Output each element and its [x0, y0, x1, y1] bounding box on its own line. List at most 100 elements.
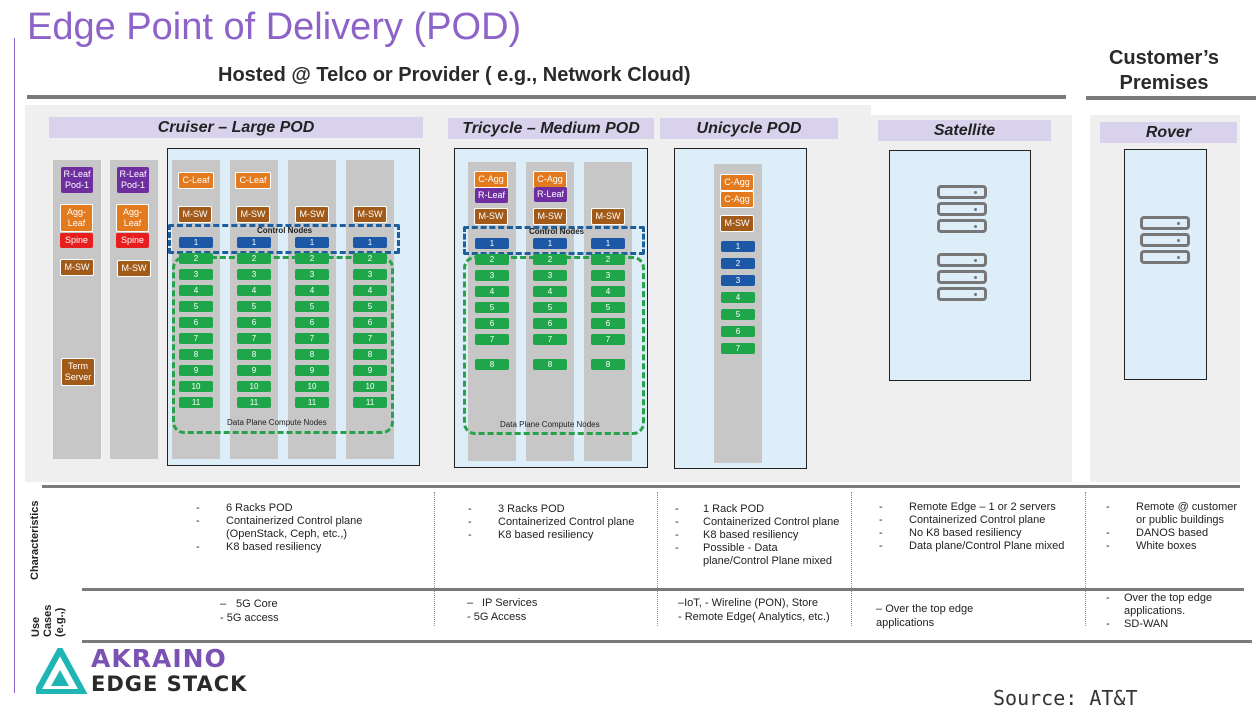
cagg-tag: C-Agg	[720, 191, 754, 208]
control-node-1: 1	[179, 237, 213, 248]
compute-node-9: 9	[179, 365, 213, 376]
compute-node-2: 2	[179, 253, 213, 264]
server-icon	[937, 185, 987, 237]
column-divider	[657, 492, 658, 626]
table-top-rule	[42, 485, 1240, 488]
compute-node-3: 3	[237, 269, 271, 280]
logo-line-2: EDGE STACK	[91, 672, 248, 696]
customer-divider	[1086, 96, 1256, 100]
compute-node-2: 2	[237, 253, 271, 264]
term-server-tag: Term Server	[61, 358, 95, 386]
compute-node-3: 3	[591, 270, 625, 281]
compute-node-8: 8	[179, 349, 213, 360]
msw-tag: M-SW	[178, 206, 212, 223]
compute-node-2: 2	[475, 254, 509, 265]
compute-node-8: 8	[353, 349, 387, 360]
compute-node-6: 6	[475, 318, 509, 329]
table-mid-rule	[82, 588, 1244, 591]
cruiser-control-nodes-box	[168, 224, 400, 254]
hosted-divider	[27, 95, 1066, 99]
source-credit: Source: AT&T	[993, 686, 1138, 710]
akraino-logo-icon	[31, 643, 92, 695]
msw-tag: M-SW	[295, 206, 329, 223]
tricycle-use-cases: –IP Services - 5G Access	[467, 597, 538, 623]
compute-node-4: 4	[721, 292, 755, 303]
msw-tag: M-SW	[117, 260, 151, 277]
rover-title: Rover	[1100, 122, 1237, 143]
compute-node-7: 7	[237, 333, 271, 344]
compute-node-5: 5	[475, 302, 509, 313]
cruiser-data-plane-box	[172, 256, 394, 434]
compute-node-9: 9	[353, 365, 387, 376]
tricycle-title: Tricycle – Medium POD	[448, 118, 654, 139]
msw-tag: M-SW	[236, 206, 270, 223]
compute-node-9: 9	[237, 365, 271, 376]
unicycle-use-cases: –IoT, - Wireline (PON), Store - Remote E…	[678, 597, 830, 623]
cruiser-use-cases: –5G Core - 5G access	[220, 598, 279, 624]
satellite-use-cases: – Over the top edge applications	[876, 603, 974, 629]
compute-node-6: 6	[533, 318, 567, 329]
compute-node-8: 8	[591, 359, 625, 370]
msw-tag: M-SW	[60, 259, 94, 276]
compute-node-10: 10	[179, 381, 213, 392]
compute-node-4: 4	[591, 286, 625, 297]
compute-node-11: 11	[237, 397, 271, 408]
compute-node-9: 9	[295, 365, 329, 376]
rover-use-cases: -Over the top edge applications. -SD-WAN	[1106, 592, 1213, 630]
compute-node-5: 5	[721, 309, 755, 320]
compute-node-6: 6	[179, 317, 213, 328]
control-node-1: 1	[295, 237, 329, 248]
msw-tag: M-SW	[720, 215, 754, 232]
compute-node-2: 2	[353, 253, 387, 264]
compute-node-5: 5	[353, 301, 387, 312]
control-nodes-label: Control Nodes	[257, 226, 313, 235]
page-title: Edge Point of Delivery (POD)	[27, 6, 522, 48]
rleaf-pod1-tag: R-Leaf Pod-1	[117, 167, 149, 193]
compute-node-7: 7	[295, 333, 329, 344]
compute-node-6: 6	[353, 317, 387, 328]
compute-node-8: 8	[295, 349, 329, 360]
compute-node-8: 8	[475, 359, 509, 370]
spine-tag: Spine	[116, 233, 149, 248]
cagg-tag: C-Agg	[533, 171, 567, 188]
compute-node-4: 4	[237, 285, 271, 296]
compute-node-5: 5	[533, 302, 567, 313]
compute-node-3: 3	[475, 270, 509, 281]
compute-node-2: 2	[591, 254, 625, 265]
compute-node-11: 11	[295, 397, 329, 408]
rleaf-tag: R-Leaf	[475, 188, 508, 203]
satellite-characteristics: -Remote Edge – 1 or 2 servers -Container…	[879, 501, 1065, 552]
compute-node-6: 6	[295, 317, 329, 328]
unicycle-characteristics: -1 Rack POD -Containerized Control plane…	[675, 503, 840, 567]
control-nodes-label: Control Nodes	[529, 227, 585, 236]
tricycle-data-plane-box	[463, 256, 645, 435]
table-bottom-rule	[82, 640, 1252, 643]
cruiser-characteristics: -6 Racks POD -Containerized Control plan…	[196, 502, 363, 553]
agg-leaf-tag: Agg-Leaf	[116, 204, 149, 232]
compute-node-7: 7	[533, 334, 567, 345]
compute-node-5: 5	[591, 302, 625, 313]
tricycle-characteristics: -3 Racks POD -Containerized Control plan…	[468, 503, 635, 541]
msw-tag: M-SW	[474, 208, 508, 225]
control-node-1: 1	[475, 238, 509, 249]
data-plane-label: Data Plane Compute Nodes	[227, 418, 327, 427]
compute-node-2: 2	[295, 253, 329, 264]
compute-node-10: 10	[353, 381, 387, 392]
compute-node-4: 4	[179, 285, 213, 296]
rleaf-tag: R-Leaf	[534, 187, 567, 202]
compute-node-10: 10	[237, 381, 271, 392]
control-node-1: 1	[721, 241, 755, 252]
compute-node-8: 8	[533, 359, 567, 370]
compute-node-7: 7	[475, 334, 509, 345]
compute-node-7: 7	[721, 343, 755, 354]
cleaf-tag: C-Leaf	[178, 172, 214, 189]
compute-node-7: 7	[591, 334, 625, 345]
control-node-1: 1	[237, 237, 271, 248]
compute-node-3: 3	[353, 269, 387, 280]
msw-tag: M-SW	[533, 208, 567, 225]
compute-node-5: 5	[237, 301, 271, 312]
compute-node-5: 5	[179, 301, 213, 312]
satellite-title: Satellite	[878, 120, 1051, 141]
compute-node-10: 10	[295, 381, 329, 392]
logo-line-1: AKRAINO	[91, 644, 227, 673]
